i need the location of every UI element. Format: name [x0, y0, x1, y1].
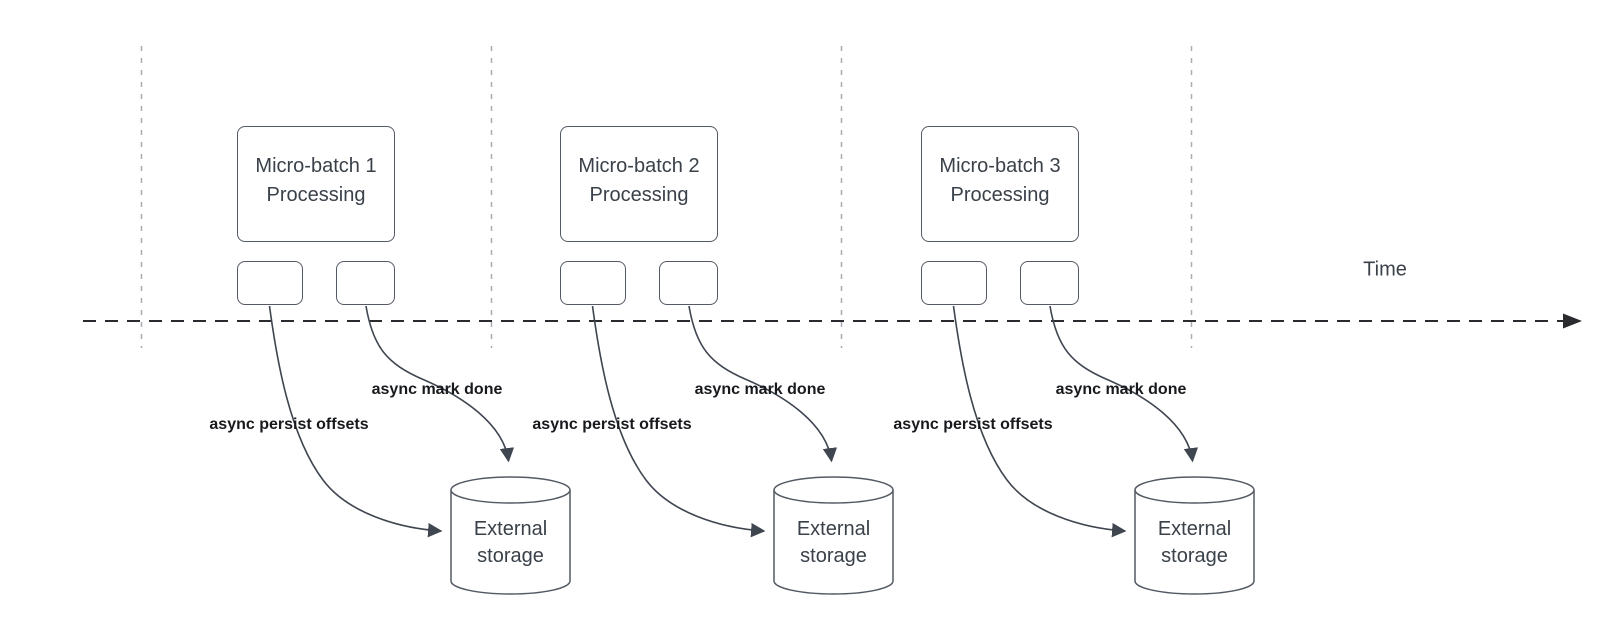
offset-task-box [237, 261, 303, 305]
async-mark-done-label: async mark done [694, 381, 826, 398]
async-mark-done-label: async mark done [371, 381, 503, 398]
micro-batch-title-line2: Processing [950, 184, 1050, 206]
micro-batch-title-line1: Micro-batch 2 [578, 155, 700, 177]
mark-done-task-box [659, 261, 718, 305]
micro-batch-title-line1: Micro-batch 3 [939, 155, 1061, 177]
micro-batch-title-line1: Micro-batch 1 [255, 155, 377, 177]
external-storage-line1: External [796, 518, 871, 540]
external-storage-label: External storage [451, 508, 570, 578]
mark-done-task-box [336, 261, 395, 305]
external-storage-line2: storage [800, 545, 867, 567]
micro-batch-2-processing-box: Micro-batch 2 Processing [560, 126, 718, 242]
micro-batch-title-line2: Processing [266, 184, 366, 206]
async-persist-offsets-label: async persist offsets [209, 416, 369, 433]
mark-done-task-box [1020, 261, 1079, 305]
external-storage-line2: storage [1161, 545, 1228, 567]
external-storage-label: External storage [1135, 508, 1254, 578]
timeline-arrowhead-icon [1563, 313, 1582, 329]
async-persist-offsets-label: async persist offsets [532, 416, 692, 433]
async-persist-offsets-label: async persist offsets [893, 416, 1053, 433]
external-storage-line2: storage [477, 545, 544, 567]
external-storage-label: External storage [774, 508, 893, 578]
offset-task-box [560, 261, 626, 305]
external-storage-line1: External [473, 518, 548, 540]
offset-task-box [921, 261, 987, 305]
micro-batch-title-line2: Processing [589, 184, 689, 206]
async-mark-done-label: async mark done [1055, 381, 1187, 398]
time-axis-label: Time [1363, 258, 1407, 281]
micro-batch-1-processing-box: Micro-batch 1 Processing [237, 126, 395, 242]
micro-batch-3-processing-box: Micro-batch 3 Processing [921, 126, 1079, 242]
external-storage-line1: External [1157, 518, 1232, 540]
